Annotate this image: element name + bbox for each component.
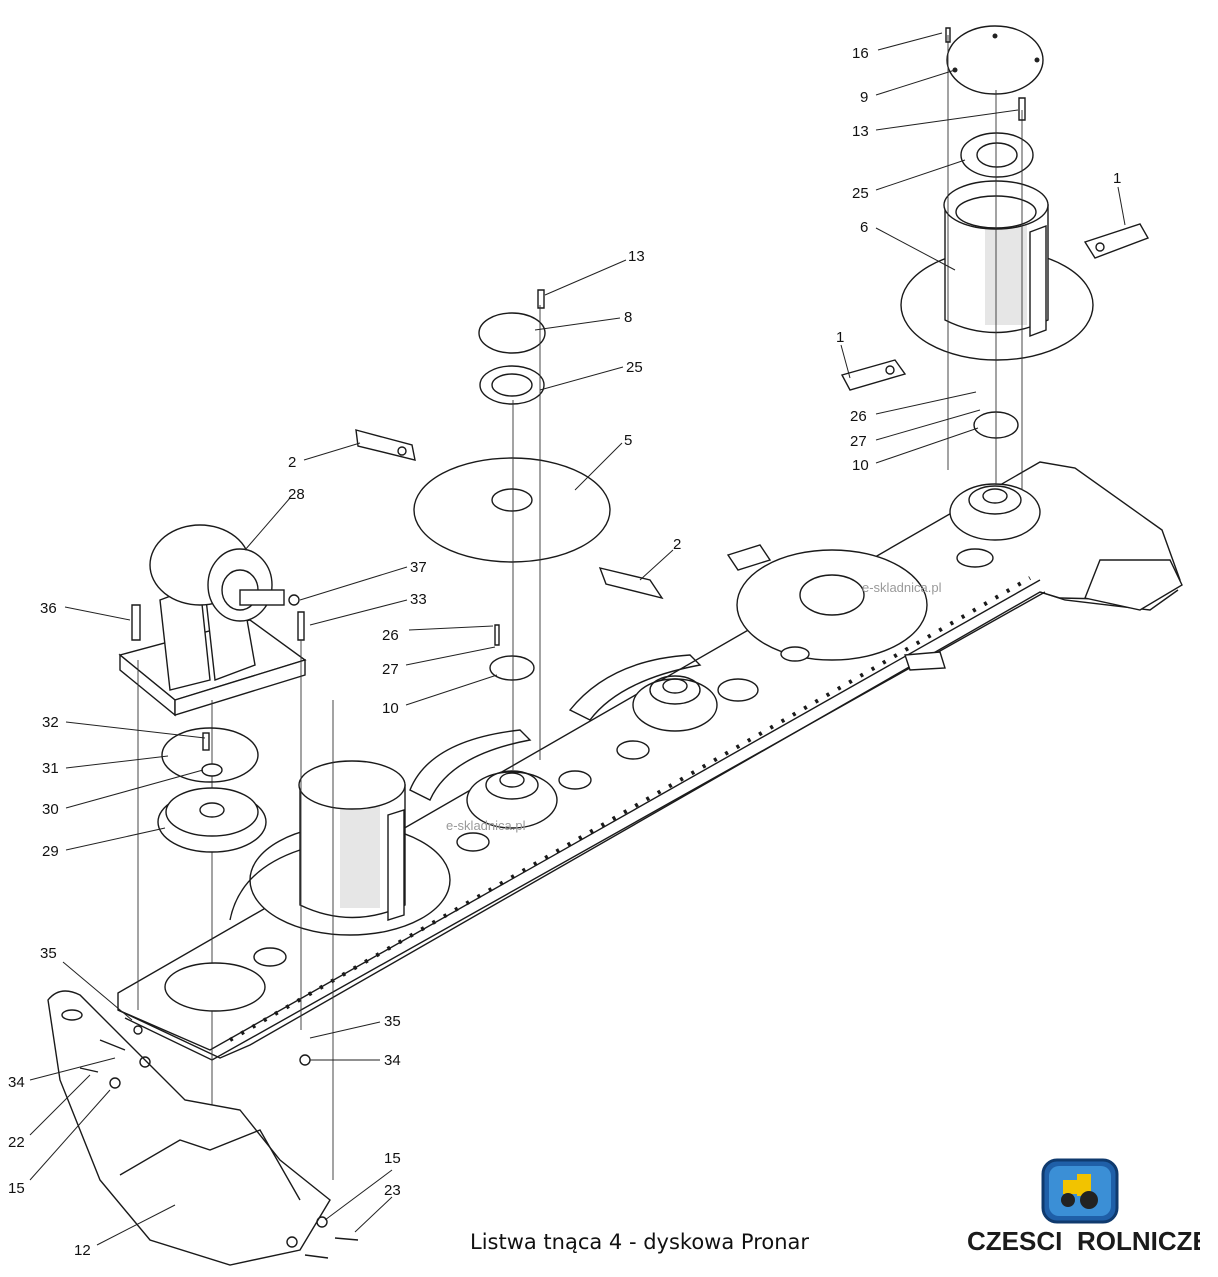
gearbox-assembly — [118, 524, 334, 1190]
part-labels: 16 9 13 25 6 1 1 26 27 10 13 8 25 5 2 2 … — [8, 45, 1121, 1259]
czescirolnicze-logo: CZESCI ROLNICZE — [967, 1158, 1200, 1256]
part-label: 10 — [852, 457, 869, 474]
leader-lines — [29, 32, 1126, 1246]
part-label: 31 — [42, 760, 59, 777]
tractor-icon — [1061, 1174, 1098, 1209]
cutter-bar-beam — [117, 461, 1183, 1061]
watermark: e-skladnica.pl — [862, 580, 942, 595]
part-label: 36 — [40, 600, 57, 617]
part-label: 2 — [288, 454, 296, 471]
part-label: 37 — [410, 559, 427, 576]
part-label: 1 — [836, 329, 844, 346]
part-label: 27 — [382, 661, 399, 678]
part-label: 33 — [410, 591, 427, 608]
part-label: 16 — [852, 45, 869, 62]
part-label: 6 — [860, 219, 868, 236]
part-label: 25 — [626, 359, 643, 376]
part-label: 9 — [860, 89, 868, 106]
part-label: 2 — [673, 536, 681, 553]
part-label: 35 — [384, 1013, 401, 1030]
logo-text-part1: CZESCI — [967, 1226, 1062, 1256]
part-label: 34 — [384, 1052, 401, 1069]
part-label: 32 — [42, 714, 59, 731]
part-label: 22 — [8, 1134, 25, 1151]
part-label: 25 — [852, 185, 869, 202]
part-label: 5 — [624, 432, 632, 449]
part-label: 35 — [40, 945, 57, 962]
part-label: 26 — [382, 627, 399, 644]
part-label: 10 — [382, 700, 399, 717]
watermark: e-skladnica.pl — [446, 818, 526, 833]
part-label: 8 — [624, 309, 632, 326]
part-label: 23 — [384, 1182, 401, 1199]
part-label: 13 — [852, 123, 869, 140]
right-disc-plate — [568, 544, 946, 760]
part-label: 30 — [42, 801, 59, 818]
logo-text-part2: ROLNICZE — [1077, 1226, 1200, 1256]
part-label: 26 — [850, 408, 867, 425]
left-drum-assembly — [229, 760, 451, 967]
part-label: 13 — [628, 248, 645, 265]
part-label: 28 — [288, 486, 305, 503]
part-label: 15 — [8, 1180, 25, 1197]
part-label: 29 — [42, 843, 59, 860]
skid-guard — [47, 990, 359, 1266]
diagram-caption: Listwa tnąca 4 - dyskowa Pronar — [470, 1230, 810, 1254]
part-label: 12 — [74, 1242, 91, 1259]
part-label: 34 — [8, 1074, 25, 1091]
center-disc-assembly — [355, 289, 664, 852]
part-label: 27 — [850, 433, 867, 450]
part-label: 1 — [1113, 170, 1121, 187]
right-drum-assembly — [840, 25, 1150, 568]
part-label: 15 — [384, 1150, 401, 1167]
